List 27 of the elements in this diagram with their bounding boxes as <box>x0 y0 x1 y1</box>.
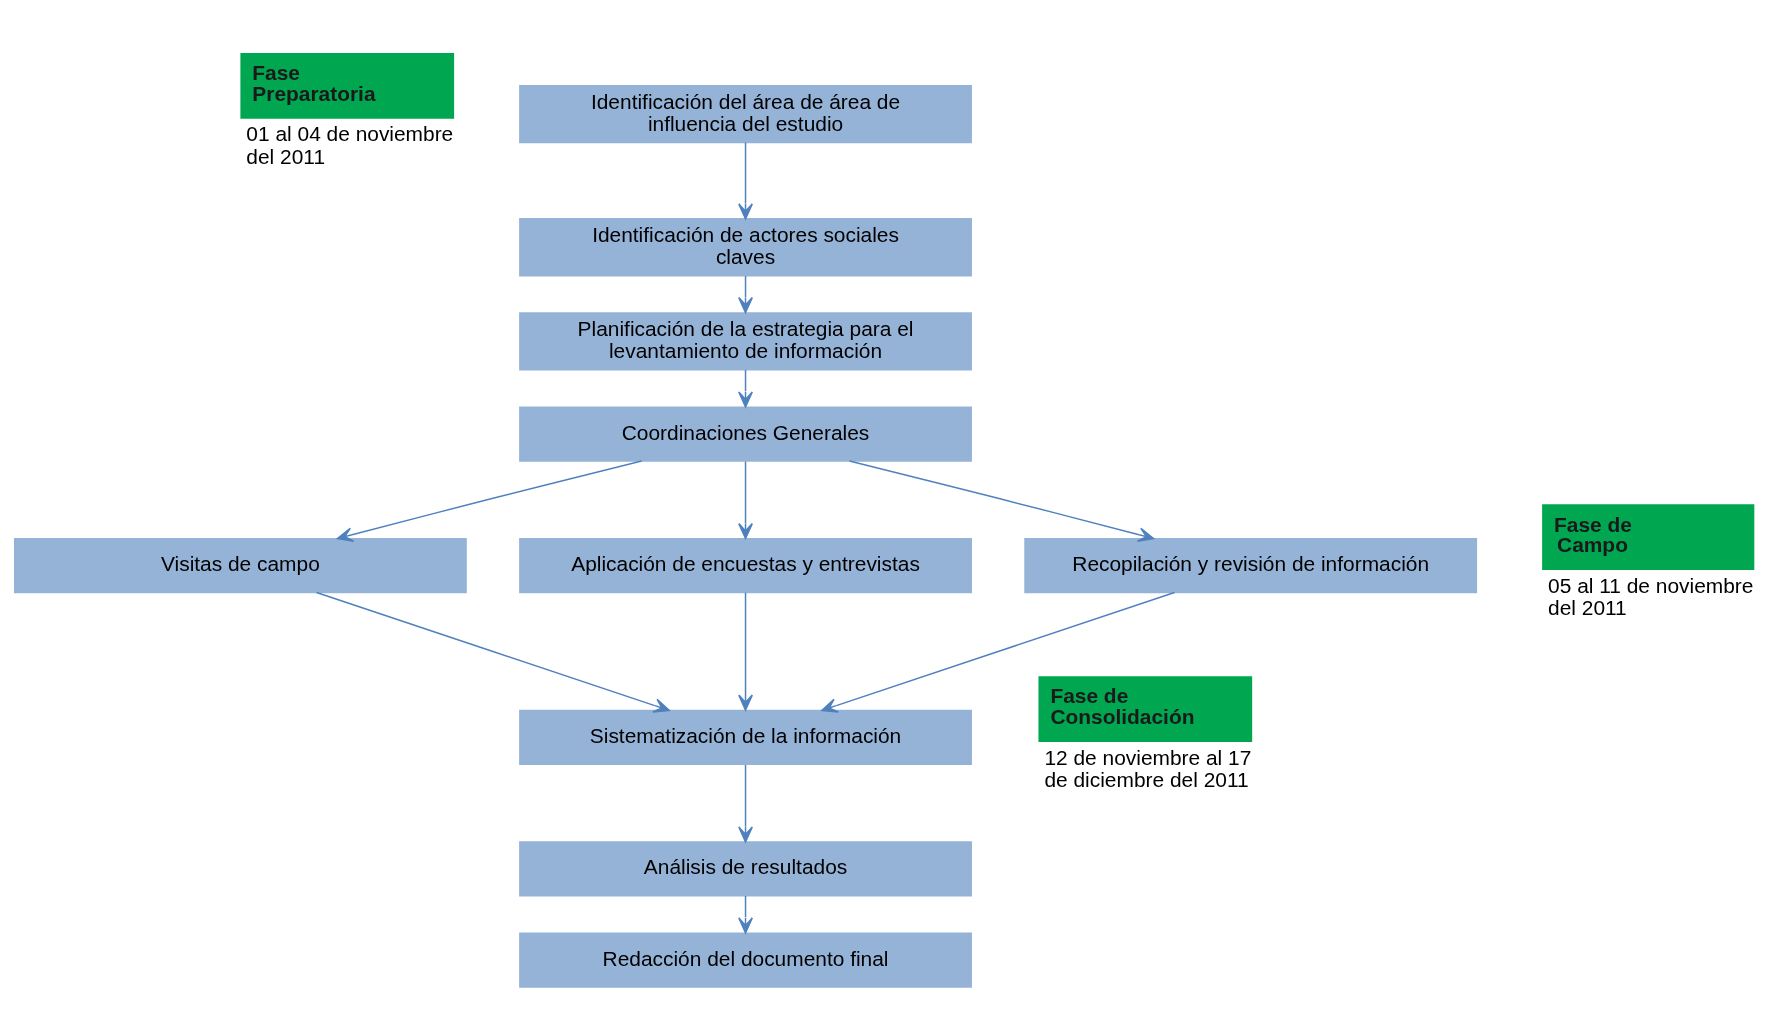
arrow <box>738 895 753 934</box>
node-box: Fase de Campo <box>1542 504 1755 571</box>
node-box: Visitas de campo <box>13 537 467 594</box>
node-label: 05 al 11 de noviembre del 2011 <box>1548 573 1754 620</box>
node-box: Coordinaciones Generales <box>519 406 972 462</box>
arrow <box>738 275 753 314</box>
node-box: Fase de Consolidación <box>1038 676 1253 742</box>
node-box: Aplicación de encuestas y entrevistas <box>519 537 972 594</box>
arrow <box>738 460 753 540</box>
arrow <box>738 369 753 408</box>
node-box: Recopilación y revisión de información <box>1024 537 1478 594</box>
node-box: Redacción del documento final <box>519 932 972 988</box>
node-box: Planificación de la estrategia para el levantamiento de información <box>519 312 972 371</box>
node-box: Análisis de resultados <box>519 841 972 897</box>
node-label: 01 al 04 de noviembre del 2011 <box>246 122 454 168</box>
arrow <box>738 141 753 220</box>
arrow <box>738 591 753 711</box>
node-box: Sistematización de la información <box>519 709 972 766</box>
arrow <box>848 460 1155 542</box>
node-box: Fase Preparatoria <box>240 52 455 119</box>
arrow <box>315 591 670 713</box>
node-label: 12 de noviembre al 17 de diciembre del 2011 <box>1044 745 1252 792</box>
arrow <box>738 764 753 843</box>
node-box: Identificación del área de área de influencia del estudio <box>519 85 972 144</box>
arrow <box>821 591 1176 713</box>
node-box: Identificación de actores sociales claves <box>519 218 972 277</box>
arrow <box>336 460 643 542</box>
